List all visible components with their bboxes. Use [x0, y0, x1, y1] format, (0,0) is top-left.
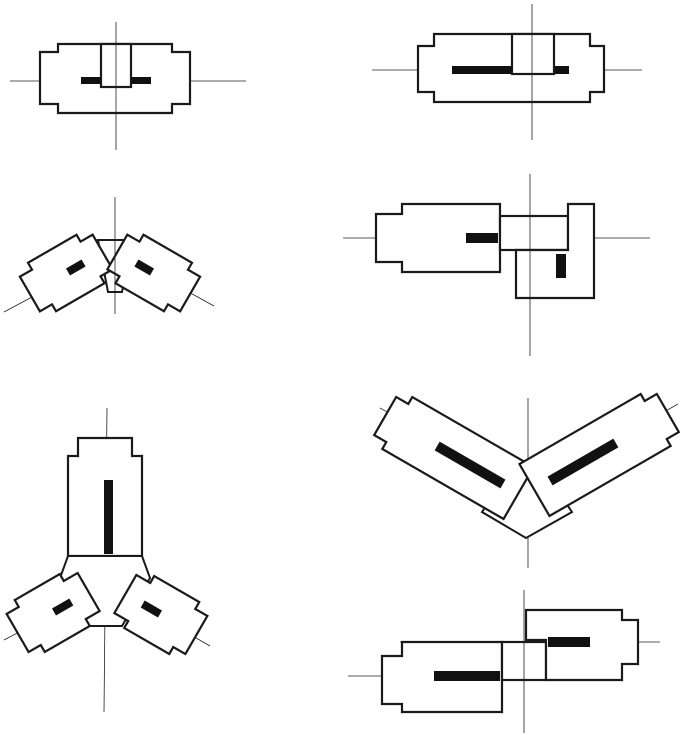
magnet-bar-lower-left	[52, 598, 74, 616]
panel-7	[348, 590, 660, 733]
panel-5	[3, 407, 211, 713]
magnet-bar-right	[131, 77, 151, 84]
panel-4	[343, 174, 650, 356]
magnet-bar-top	[104, 480, 113, 554]
coupling-block	[498, 214, 570, 252]
magnet-bar-horizontal	[466, 233, 498, 243]
magnet-bar-left	[66, 259, 86, 276]
module-vertical	[514, 202, 596, 300]
magnet-bar-left	[434, 441, 506, 489]
magnet-bar-lower-right	[140, 600, 162, 618]
magnet-bar-left	[81, 77, 101, 84]
module-lower-left	[5, 571, 102, 654]
magnet-bar-small	[555, 66, 569, 74]
magnet-bar-vertical	[556, 254, 566, 278]
panel-6	[372, 392, 680, 568]
module-left	[18, 233, 115, 313]
module-right	[105, 233, 202, 313]
magnet-bar-right	[134, 259, 154, 276]
panel-3	[3, 197, 215, 314]
coupling-block	[510, 32, 556, 76]
panel-1	[10, 22, 246, 150]
magnet-bar-lower	[434, 671, 500, 681]
panel-2	[372, 4, 642, 140]
magnet-bar-right	[547, 438, 619, 486]
magnet-bar-upper	[548, 637, 590, 647]
magnet-bar-main	[452, 66, 512, 74]
module-lower-right	[112, 573, 209, 656]
